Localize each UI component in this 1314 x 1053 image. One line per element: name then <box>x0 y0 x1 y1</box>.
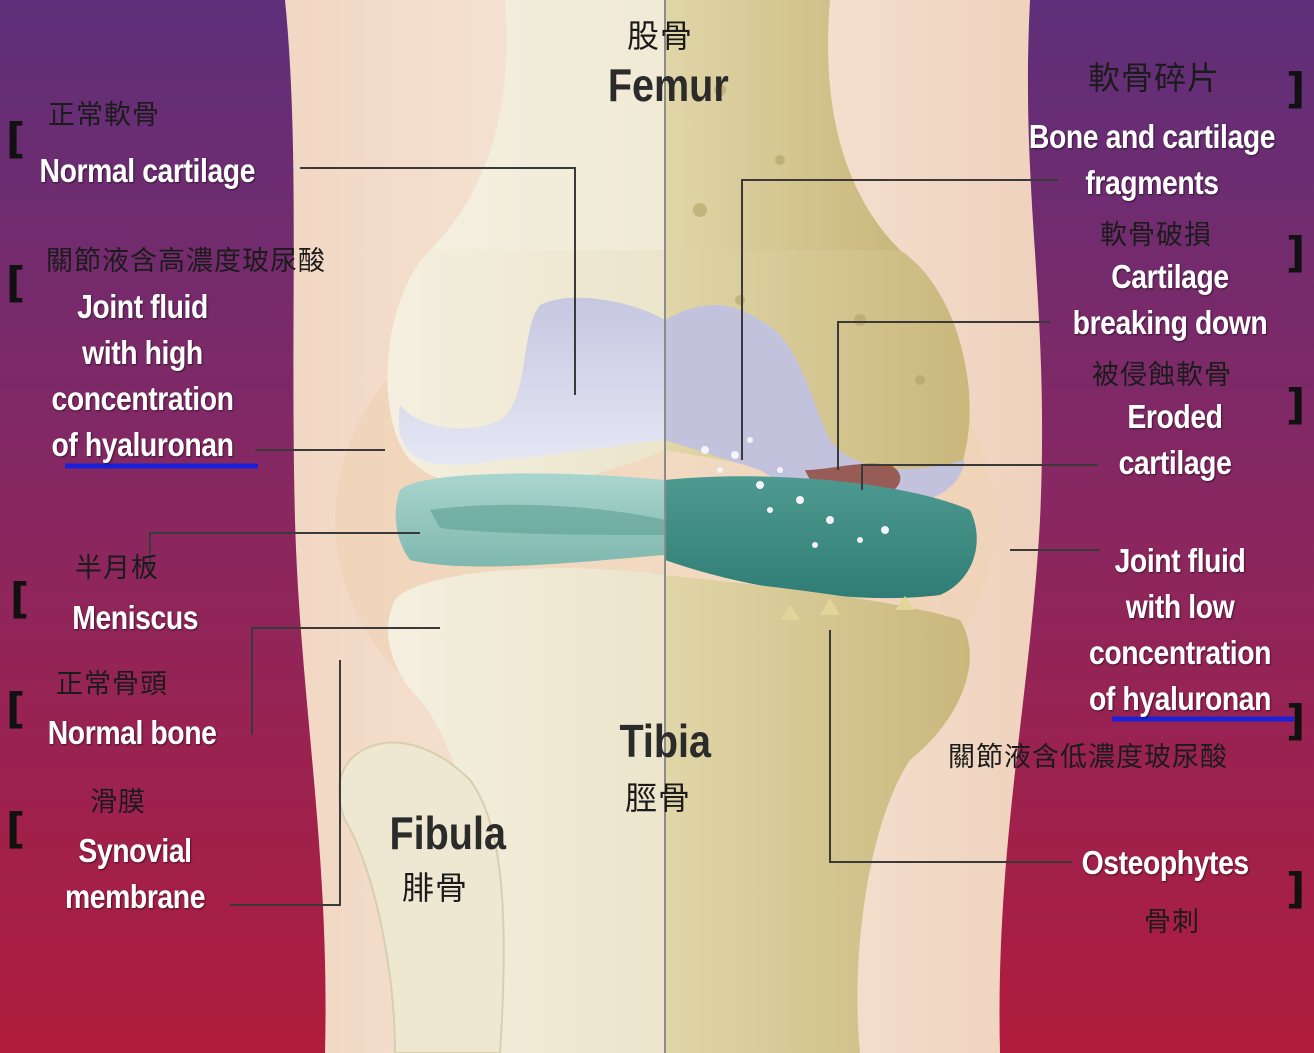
fragments-label-zh: 軟骨碎片 <box>1088 62 1220 94</box>
label-line: concentration <box>1079 630 1282 676</box>
bracket-mark: ] <box>1286 384 1305 426</box>
femur-label-zh: 股骨 <box>627 20 693 52</box>
femur-label: Femur <box>608 60 729 110</box>
label-line: Eroded <box>1102 394 1248 440</box>
normal-bone-label: Normal bone <box>48 710 217 756</box>
tibia-label-zh: 脛骨 <box>625 782 691 814</box>
bracket-mark: ] <box>1286 868 1305 910</box>
label-line: Bone and cartilage <box>1023 114 1281 160</box>
label-line: Joint fluid <box>37 284 248 330</box>
bracket-mark: [ <box>6 808 25 850</box>
label-line: membrane <box>53 874 216 920</box>
osteophytes-label: Osteophytes <box>1082 840 1249 886</box>
label-line: breaking down <box>1058 300 1282 346</box>
cartilage-breaking-label: Cartilage breaking down <box>1058 254 1282 346</box>
label-line: fragments <box>1023 160 1281 206</box>
tibia-label: Tibia <box>619 716 711 766</box>
label-line: Synovial <box>53 828 216 874</box>
bracket-mark: ] <box>1286 700 1305 742</box>
normal-cartilage-label: Normal cartilage <box>40 148 256 194</box>
joint-fluid-high-label: Joint fluid with high concentration of h… <box>37 284 248 468</box>
bracket-mark: [ <box>10 578 29 620</box>
bracket-mark: ] <box>1286 68 1305 110</box>
synovial-membrane-label-zh: 滑膜 <box>90 787 146 819</box>
bracket-mark: [ <box>6 688 25 730</box>
osteophytes-label-zh: 骨刺 <box>1144 907 1200 939</box>
cartilage-breaking-label-zh: 軟骨破損 <box>1100 220 1212 252</box>
label-line: of hyaluronan <box>37 422 248 468</box>
label-line: cartilage <box>1102 440 1248 486</box>
meniscus-label-zh: 半月板 <box>75 553 159 585</box>
normal-cartilage-label-zh: 正常軟骨 <box>48 100 160 132</box>
bracket-mark: [ <box>6 118 25 160</box>
joint-fluid-low-label-zh: 關節液含低濃度玻尿酸 <box>948 742 1228 774</box>
synovial-membrane-label: Synovial membrane <box>53 828 216 920</box>
fibula-label: Fibula <box>389 808 505 858</box>
eroded-cartilage-label: Eroded cartilage <box>1102 394 1248 486</box>
eroded-cartilage-label-zh: 被侵蝕軟骨 <box>1092 360 1232 392</box>
label-line: of hyaluronan <box>1079 676 1282 722</box>
label-line: with low <box>1079 584 1282 630</box>
bracket-mark: [ <box>6 262 25 304</box>
fibula-label-zh: 腓骨 <box>402 872 468 904</box>
label-line: Cartilage <box>1058 254 1282 300</box>
fragments-label: Bone and cartilage fragments <box>1023 114 1281 206</box>
normal-bone-label-zh: 正常骨頭 <box>56 669 168 701</box>
label-line: Joint fluid <box>1079 538 1282 584</box>
label-line: concentration <box>37 376 248 422</box>
meniscus-label: Meniscus <box>72 595 198 641</box>
joint-fluid-high-label-zh: 關節液含高濃度玻尿酸 <box>46 246 326 278</box>
bracket-mark: ] <box>1286 232 1305 274</box>
joint-fluid-low-label: Joint fluid with low concentration of hy… <box>1079 538 1282 722</box>
label-line: with high <box>37 330 248 376</box>
